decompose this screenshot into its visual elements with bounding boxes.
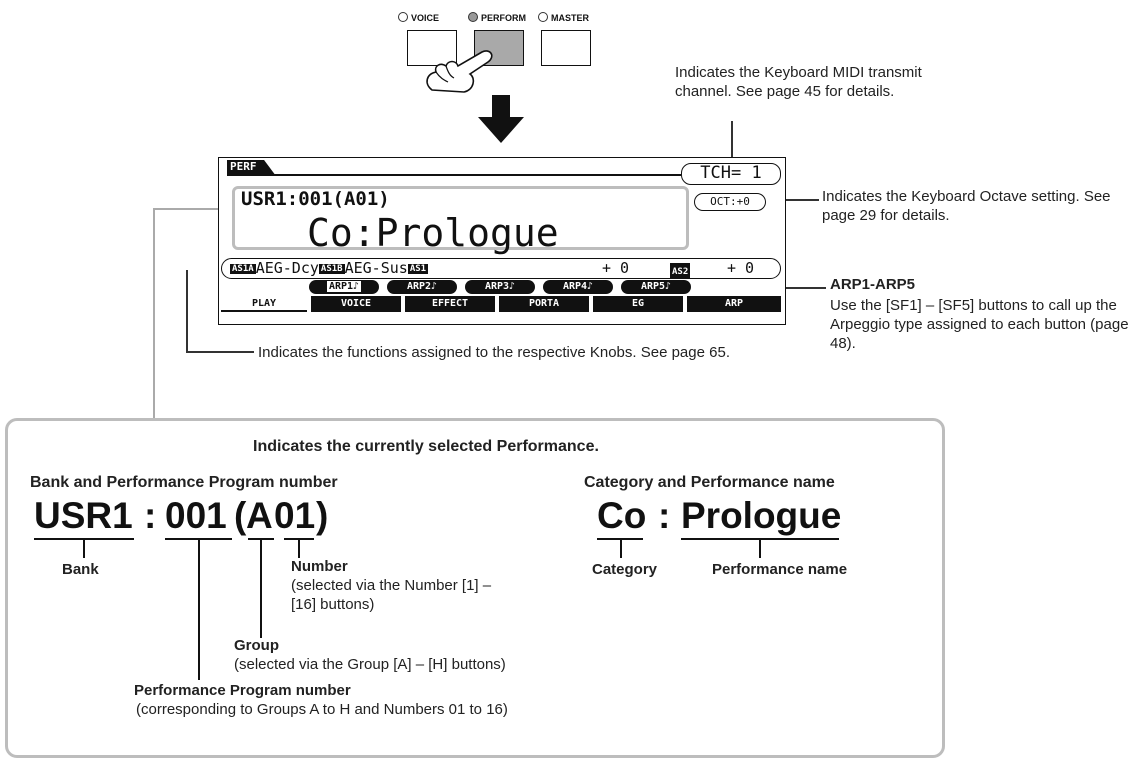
tch-leader <box>731 121 733 164</box>
knobs-callout: Indicates the functions assigned to the … <box>258 344 730 361</box>
as1-tag: AS1 <box>407 264 429 274</box>
ppn-note: (corresponding to Groups A to H and Numb… <box>136 701 508 718</box>
oct-leader <box>763 199 819 201</box>
arp1-button[interactable]: ARP1♪ <box>309 280 379 294</box>
performance-name-underline <box>681 538 839 540</box>
arp-leader <box>778 287 826 289</box>
perf-name-leader <box>759 540 761 558</box>
as2-value: + 0 <box>727 259 755 277</box>
master-led-icon <box>538 12 548 22</box>
code-separator: : <box>144 495 157 536</box>
bank-label: Bank <box>62 561 99 578</box>
number-underline <box>165 538 232 540</box>
performance-highlight <box>232 186 689 250</box>
code-number: 001 <box>165 495 227 536</box>
down-arrow-icon <box>478 95 524 143</box>
perf-connector-v <box>153 208 155 420</box>
code-paren-open: ( <box>234 495 247 536</box>
master-button[interactable] <box>541 30 591 66</box>
right-title: Category and Performance name <box>584 474 835 491</box>
master-label: MASTER <box>551 13 589 23</box>
as1a-tag: AS1A <box>230 264 256 274</box>
tch-callout: Indicates the Keyboard MIDI transmit cha… <box>675 64 922 100</box>
ppn-leader <box>198 540 200 680</box>
voice-button[interactable] <box>407 30 457 66</box>
number-note: (selected via the Number [1] – [16] butt… <box>291 577 492 613</box>
group-label: Group <box>234 637 279 654</box>
arp2-button[interactable]: ARP2♪ <box>387 280 457 294</box>
lcd-display: PERF TCH= 1 OCT:+0 USR1:001(A01) Co:Prol… <box>218 157 786 325</box>
code-group: A <box>246 495 273 536</box>
menu-tab-row: PLAY VOICE EFFECT PORTA EG ARP <box>221 296 781 312</box>
mode-tag-underline <box>227 174 681 176</box>
bank-leader <box>83 540 85 558</box>
bank-underline <box>34 538 134 540</box>
detail-heading: Indicates the currently selected Perform… <box>253 438 599 455</box>
tab-voice[interactable]: VOICE <box>311 296 401 312</box>
category-leader <box>620 540 622 558</box>
knobs-leader-h <box>186 351 254 353</box>
mode-tag: PERF <box>227 160 275 174</box>
octave-setting: OCT:+0 <box>694 193 766 211</box>
ppn-label: Performance Program number <box>134 682 351 699</box>
knobs-leader-v <box>186 270 188 351</box>
arp3-button[interactable]: ARP3♪ <box>465 280 535 294</box>
tab-porta[interactable]: PORTA <box>499 296 589 312</box>
number2-underline <box>284 538 314 540</box>
code-paren-close: ) <box>316 495 329 536</box>
performance-name-label: Performance name <box>712 561 848 578</box>
tab-play[interactable]: PLAY <box>221 296 307 312</box>
group-leader <box>260 540 262 638</box>
voice-label: VOICE <box>411 13 440 23</box>
tab-effect[interactable]: EFFECT <box>405 296 495 312</box>
perform-label: PERFORM <box>481 13 526 23</box>
group-underline <box>248 538 274 540</box>
as1-value: + 0 <box>602 259 630 277</box>
arp-callout-body: Use the [SF1] – [SF5] buttons to call up… <box>830 297 1129 352</box>
number-label: Number <box>291 558 348 575</box>
code-bank: USR1 <box>34 495 133 536</box>
arp-callout-title: ARP1-ARP5 <box>830 276 916 293</box>
performance-display: Co:Prologue <box>307 211 559 255</box>
arp5-button[interactable]: ARP5♪ <box>621 280 691 294</box>
as1b-tag: AS1B <box>318 264 345 274</box>
perform-led-icon <box>468 12 478 22</box>
pointing-hand-icon <box>426 50 493 93</box>
code-number2: 01 <box>274 495 316 536</box>
as2-tag: AS2 <box>670 263 691 278</box>
as1b-value: AEG-Sus <box>344 259 408 277</box>
as1a-value: AEG-Dcy <box>255 259 319 277</box>
tab-arp[interactable]: ARP <box>687 296 781 312</box>
number-leader <box>298 540 300 558</box>
code-performance-name: Prologue <box>681 495 842 536</box>
transmit-channel: TCH= 1 <box>681 163 781 185</box>
category-underline <box>597 538 643 540</box>
perf-connector-h <box>153 208 234 210</box>
group-note: (selected via the Group [A] – [H] button… <box>234 656 506 673</box>
voice-led-icon <box>398 12 408 22</box>
arp4-button[interactable]: ARP4♪ <box>543 280 613 294</box>
code-right-separator: : <box>658 495 671 536</box>
code-category: Co <box>597 495 647 536</box>
program-line: USR1:001(A01) <box>241 188 390 210</box>
tab-eg[interactable]: EG <box>593 296 683 312</box>
oct-callout: Indicates the Keyboard Octave setting. S… <box>822 188 1111 224</box>
category-label: Category <box>592 561 658 578</box>
left-title: Bank and Performance Program number <box>30 474 338 491</box>
